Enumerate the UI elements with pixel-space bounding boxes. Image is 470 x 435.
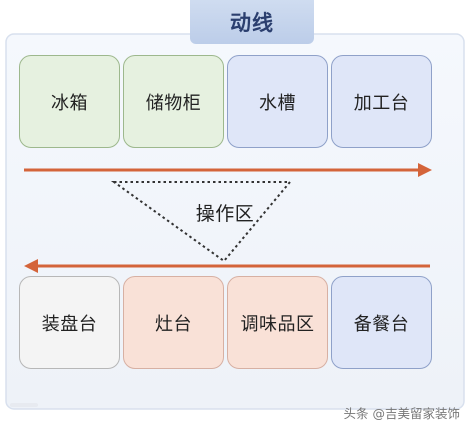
box-label: 冰箱 [51,92,88,114]
top-box-fridge: 冰箱 [19,55,120,148]
top-box-storage-cabinet: 储物柜 [123,55,224,148]
diagram-title: 动线 [190,0,314,44]
box-label: 灶台 [155,313,192,335]
box-label: 备餐台 [353,313,410,335]
bottom-left-mark [10,403,38,407]
left-arrow-head [24,259,38,273]
bottom-box-condiment-area: 调味品区 [227,276,328,369]
bottom-box-plating-counter: 装盘台 [19,276,120,369]
operation-area-label: 操作区 [180,194,270,230]
box-label: 储物柜 [145,92,202,114]
operation-triangle [110,181,293,263]
box-label: 调味品区 [240,313,315,335]
watermark: 头条 @吉美留家装饰 [344,403,460,422]
bottom-box-serving-counter: 备餐台 [331,276,432,369]
right-arrow-head [418,163,432,177]
box-label: 装盘台 [41,313,98,335]
top-box-prep-counter: 加工台 [331,55,432,148]
box-label: 水槽 [259,92,296,114]
bottom-box-stove: 灶台 [123,276,224,369]
top-box-sink: 水槽 [227,55,328,148]
operation-area-text: 操作区 [195,202,255,225]
watermark-text: 头条 @吉美留家装饰 [343,406,460,421]
box-label: 加工台 [353,92,410,114]
